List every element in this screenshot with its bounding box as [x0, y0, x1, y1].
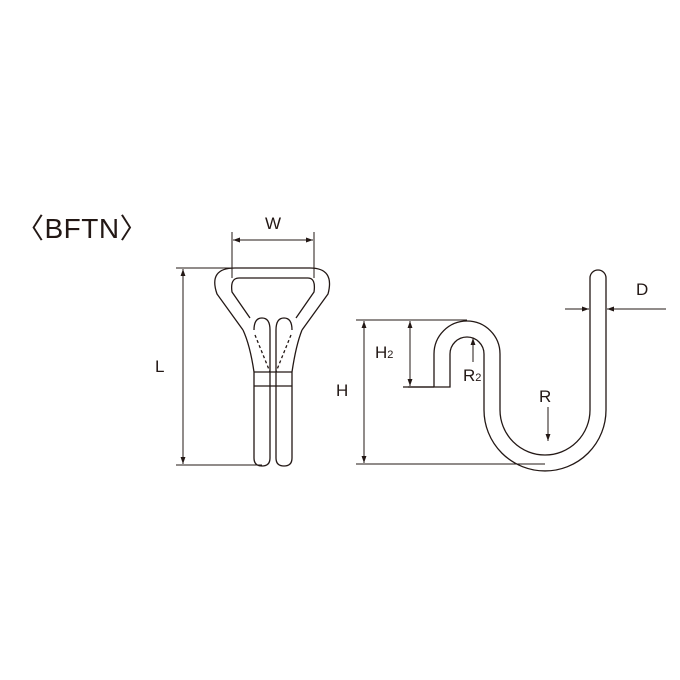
dimension-label-r2: R2: [463, 367, 481, 384]
dimension-label-w: W: [265, 214, 282, 233]
dimension-w: [231, 232, 315, 278]
front-view-hidden-line: [254, 334, 292, 373]
front-view-inner-loop: [231, 277, 316, 319]
dimension-label-r2-base: R: [463, 366, 476, 385]
side-view-outer-contour: [408, 269, 607, 472]
model-title: 〈BFTN〉: [16, 213, 149, 244]
dimension-l: [176, 267, 262, 466]
side-view: [403, 269, 607, 472]
dimension-label-r2-sub: 2: [475, 372, 482, 384]
front-view-left-shank: [242, 317, 271, 467]
dimension-label-h2-base: H: [375, 343, 388, 362]
dimension-h: [356, 319, 545, 465]
dimension-label-d: D: [636, 280, 649, 299]
dimension-label-h2: H2: [375, 344, 393, 361]
dimension-label-h: H: [336, 381, 349, 400]
front-view: [214, 267, 331, 467]
dimension-label-h2-sub: 2: [387, 349, 394, 361]
dimension-label-l: L: [155, 357, 165, 376]
dimension-label-r: R: [539, 387, 552, 406]
front-view-right-shank: [275, 317, 303, 467]
